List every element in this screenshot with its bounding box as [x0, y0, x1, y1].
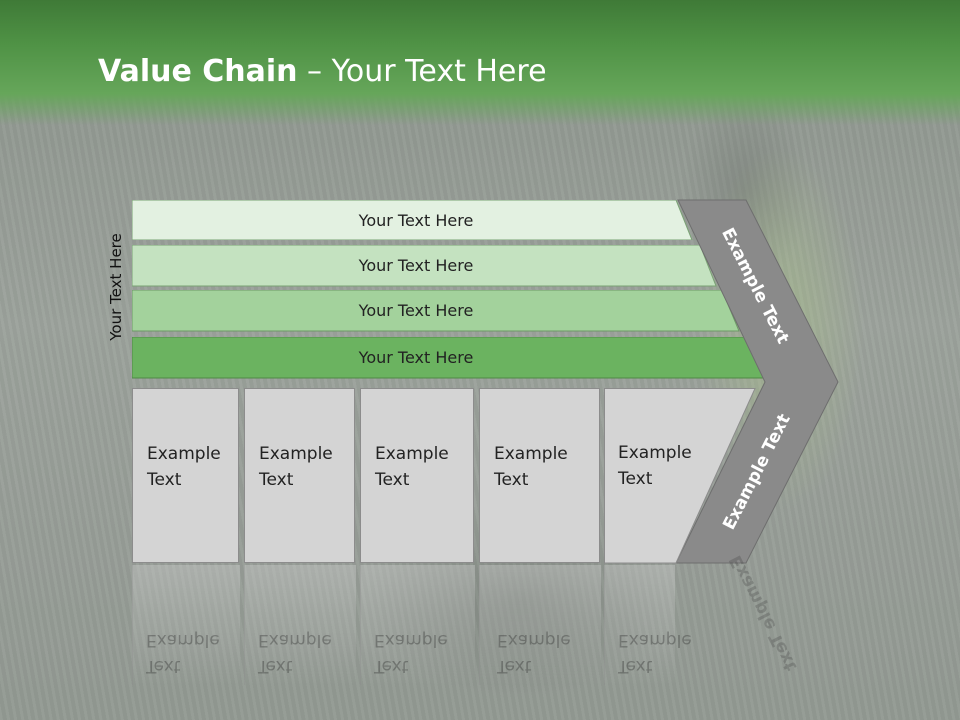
header-band — [0, 0, 960, 125]
column-4-line2: Text — [494, 470, 529, 490]
column-2-line2: Text — [259, 470, 294, 490]
column-3[interactable]: Example Text — [360, 388, 474, 563]
slide-title: Value Chain – Your Text Here — [98, 54, 547, 89]
column-2-line1: Example — [259, 444, 333, 464]
column-5-line2: Text — [618, 469, 653, 489]
bar-1-label: Your Text Here — [358, 210, 474, 230]
column-1-line2: Text — [147, 470, 182, 490]
column-4[interactable]: Example Text — [479, 388, 600, 563]
column-5-shape — [604, 388, 756, 564]
column-4-line1: Example — [494, 444, 568, 464]
bar-3[interactable]: Your Text Here — [132, 290, 742, 332]
column-5[interactable]: Example Text — [604, 388, 704, 563]
bar-2[interactable]: Your Text Here — [132, 245, 717, 287]
bar-1[interactable]: Your Text Here — [132, 200, 693, 240]
column-3-line1: Example — [375, 444, 449, 464]
bar-2-label: Your Text Here — [358, 255, 474, 275]
title-rest: – Your Text Here — [297, 54, 547, 89]
column-2[interactable]: Example Text — [244, 388, 355, 563]
title-bold: Value Chain — [98, 54, 298, 89]
column-1-line1: Example — [147, 444, 221, 464]
column-3-line2: Text — [375, 470, 410, 490]
bar-4-label: Your Text Here — [358, 347, 474, 367]
bar-3-label: Your Text Here — [358, 300, 474, 320]
column-5-line1: Example — [618, 443, 692, 463]
column-1[interactable]: Example Text — [132, 388, 239, 563]
